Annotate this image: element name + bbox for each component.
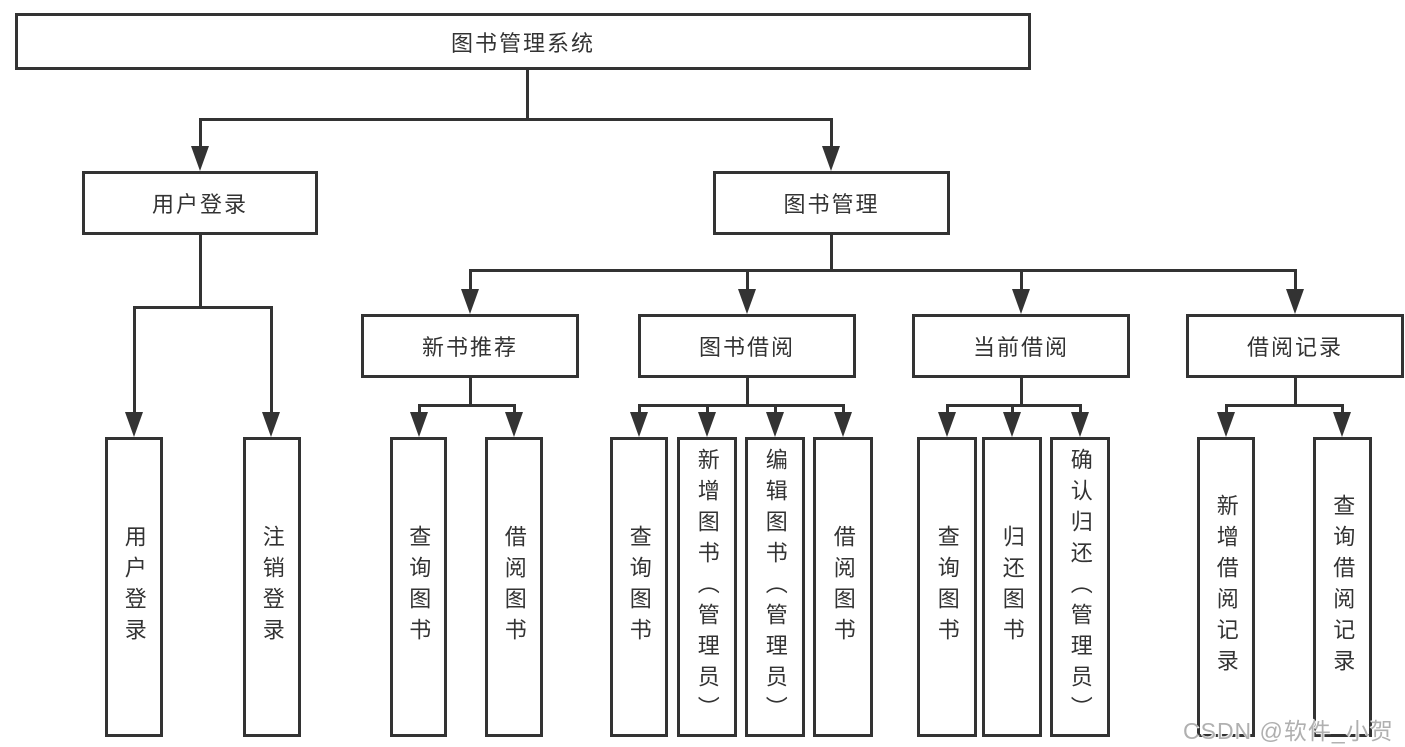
arrowhead-down-icon: [738, 289, 756, 314]
arrowhead-down-icon: [834, 412, 852, 437]
node-label: 当前借阅: [972, 335, 1069, 360]
connector-login-leaf-stem: [133, 309, 136, 412]
arrowhead-down-icon: [1217, 412, 1235, 437]
arrowhead-down-icon: [822, 146, 840, 171]
node-book-borrow: 图书借阅: [638, 314, 856, 378]
leaf-label: 确认归还（管理员）: [1067, 447, 1093, 727]
csdn-watermark: CSDN @软件_小贺同学: [1183, 718, 1394, 744]
arrowhead-down-icon: [1333, 412, 1351, 437]
arrowhead-down-icon: [125, 412, 143, 437]
connector-records-vline: [1294, 378, 1297, 404]
connector-leaf-stem: [1341, 407, 1344, 412]
connector-mgmt-vline: [830, 235, 833, 269]
leaf-current-return-books: 归还图书: [982, 437, 1042, 737]
connector-login-leaf-stem: [270, 309, 273, 412]
node-current-borrow: 当前借阅: [912, 314, 1130, 378]
connector-mgmt-stem: [830, 121, 833, 146]
leaf-logout: 注销登录: [243, 437, 301, 737]
leaf-label: 新增借阅记录: [1213, 494, 1239, 680]
leaf-borrow-edit-books-admin: 编辑图书（管理员）: [745, 437, 805, 737]
leaf-label: 新增图书（管理员）: [694, 447, 720, 727]
arrowhead-down-icon: [410, 412, 428, 437]
arrowhead-down-icon: [938, 412, 956, 437]
connector-l3-stem: [746, 272, 749, 289]
leaf-label: 借阅图书: [501, 525, 527, 649]
node-label: 图书管理系统: [450, 30, 595, 56]
arrowhead-down-icon: [1286, 289, 1304, 314]
connector-newbook-hline: [418, 404, 516, 407]
connector-login-vline: [199, 235, 202, 306]
connector-l3-stem: [1020, 272, 1023, 289]
arrowhead-down-icon: [262, 412, 280, 437]
leaf-label: 注销登录: [259, 525, 285, 649]
arrowhead-down-icon: [461, 289, 479, 314]
connector-current-vline: [1020, 378, 1023, 404]
connector-leaf-stem: [946, 407, 949, 412]
connector-newbook-vline: [469, 378, 472, 404]
arrowhead-down-icon: [1003, 412, 1021, 437]
connector-l3-stem: [469, 272, 472, 289]
connector-borrow-vline: [746, 378, 749, 404]
connector-leaf-stem: [774, 407, 777, 412]
leaf-user-login: 用户登录: [105, 437, 163, 737]
arrowhead-down-icon: [1012, 289, 1030, 314]
arrowhead-down-icon: [191, 146, 209, 171]
leaf-borrow-add-books-admin: 新增图书（管理员）: [677, 437, 737, 737]
node-user-login: 用户登录: [82, 171, 318, 235]
node-label: 图书借阅: [698, 335, 795, 360]
leaf-label: 编辑图书（管理员）: [762, 447, 788, 727]
leaf-label: 查询图书: [626, 525, 652, 649]
node-label: 用户登录: [151, 192, 248, 217]
arrowhead-down-icon: [766, 412, 784, 437]
leaf-borrow-borrow-books: 借阅图书: [813, 437, 873, 737]
node-new-book-recommend: 新书推荐: [361, 314, 579, 378]
leaf-borrow-query-books: 查询图书: [610, 437, 668, 737]
leaf-newbook-query-books: 查询图书: [390, 437, 447, 737]
node-library-management-system: 图书管理系统: [15, 13, 1031, 70]
leaf-records-add-borrow-record: 新增借阅记录: [1197, 437, 1255, 737]
connector-root-vline: [526, 70, 529, 118]
leaf-current-query-books: 查询图书: [917, 437, 977, 737]
arrowhead-down-icon: [630, 412, 648, 437]
connector-l3-stem: [1294, 272, 1297, 289]
connector-login-hline: [133, 306, 273, 309]
connector-leaf-stem: [638, 407, 641, 412]
leaf-label: 查询借阅记录: [1330, 494, 1356, 680]
arrowhead-down-icon: [698, 412, 716, 437]
arrowhead-down-icon: [505, 412, 523, 437]
leaf-current-confirm-return-admin: 确认归还（管理员）: [1050, 437, 1110, 737]
connector-leaf-stem: [1079, 407, 1082, 412]
leaf-label: 借阅图书: [830, 525, 856, 649]
leaf-label: 用户登录: [121, 525, 147, 649]
connector-leaf-stem: [513, 407, 516, 412]
node-book-management: 图书管理: [713, 171, 950, 235]
connector-leaf-stem: [842, 407, 845, 412]
leaf-label: 归还图书: [999, 525, 1025, 649]
connector-mgmt-hline: [469, 269, 1297, 272]
connector-login-stem: [199, 121, 202, 146]
leaf-newbook-borrow-books: 借阅图书: [485, 437, 543, 737]
node-label: 新书推荐: [421, 335, 518, 360]
leaf-label: 查询图书: [406, 525, 432, 649]
leaf-records-query-borrow-record: 查询借阅记录: [1313, 437, 1372, 737]
connector-current-hline: [946, 404, 1082, 407]
connector-leaf-stem: [1011, 407, 1014, 412]
leaf-label: 查询图书: [934, 525, 960, 649]
node-label: 借阅记录: [1246, 335, 1343, 360]
connector-records-hline: [1225, 404, 1344, 407]
connector-borrow-hline: [638, 404, 845, 407]
connector-leaf-stem: [706, 407, 709, 412]
connector-leaf-stem: [418, 407, 421, 412]
connector-leaf-stem: [1225, 407, 1228, 412]
node-label: 图书管理: [783, 192, 880, 217]
node-borrow-records: 借阅记录: [1186, 314, 1404, 378]
connector-root-hline: [199, 118, 833, 121]
arrowhead-down-icon: [1071, 412, 1089, 437]
